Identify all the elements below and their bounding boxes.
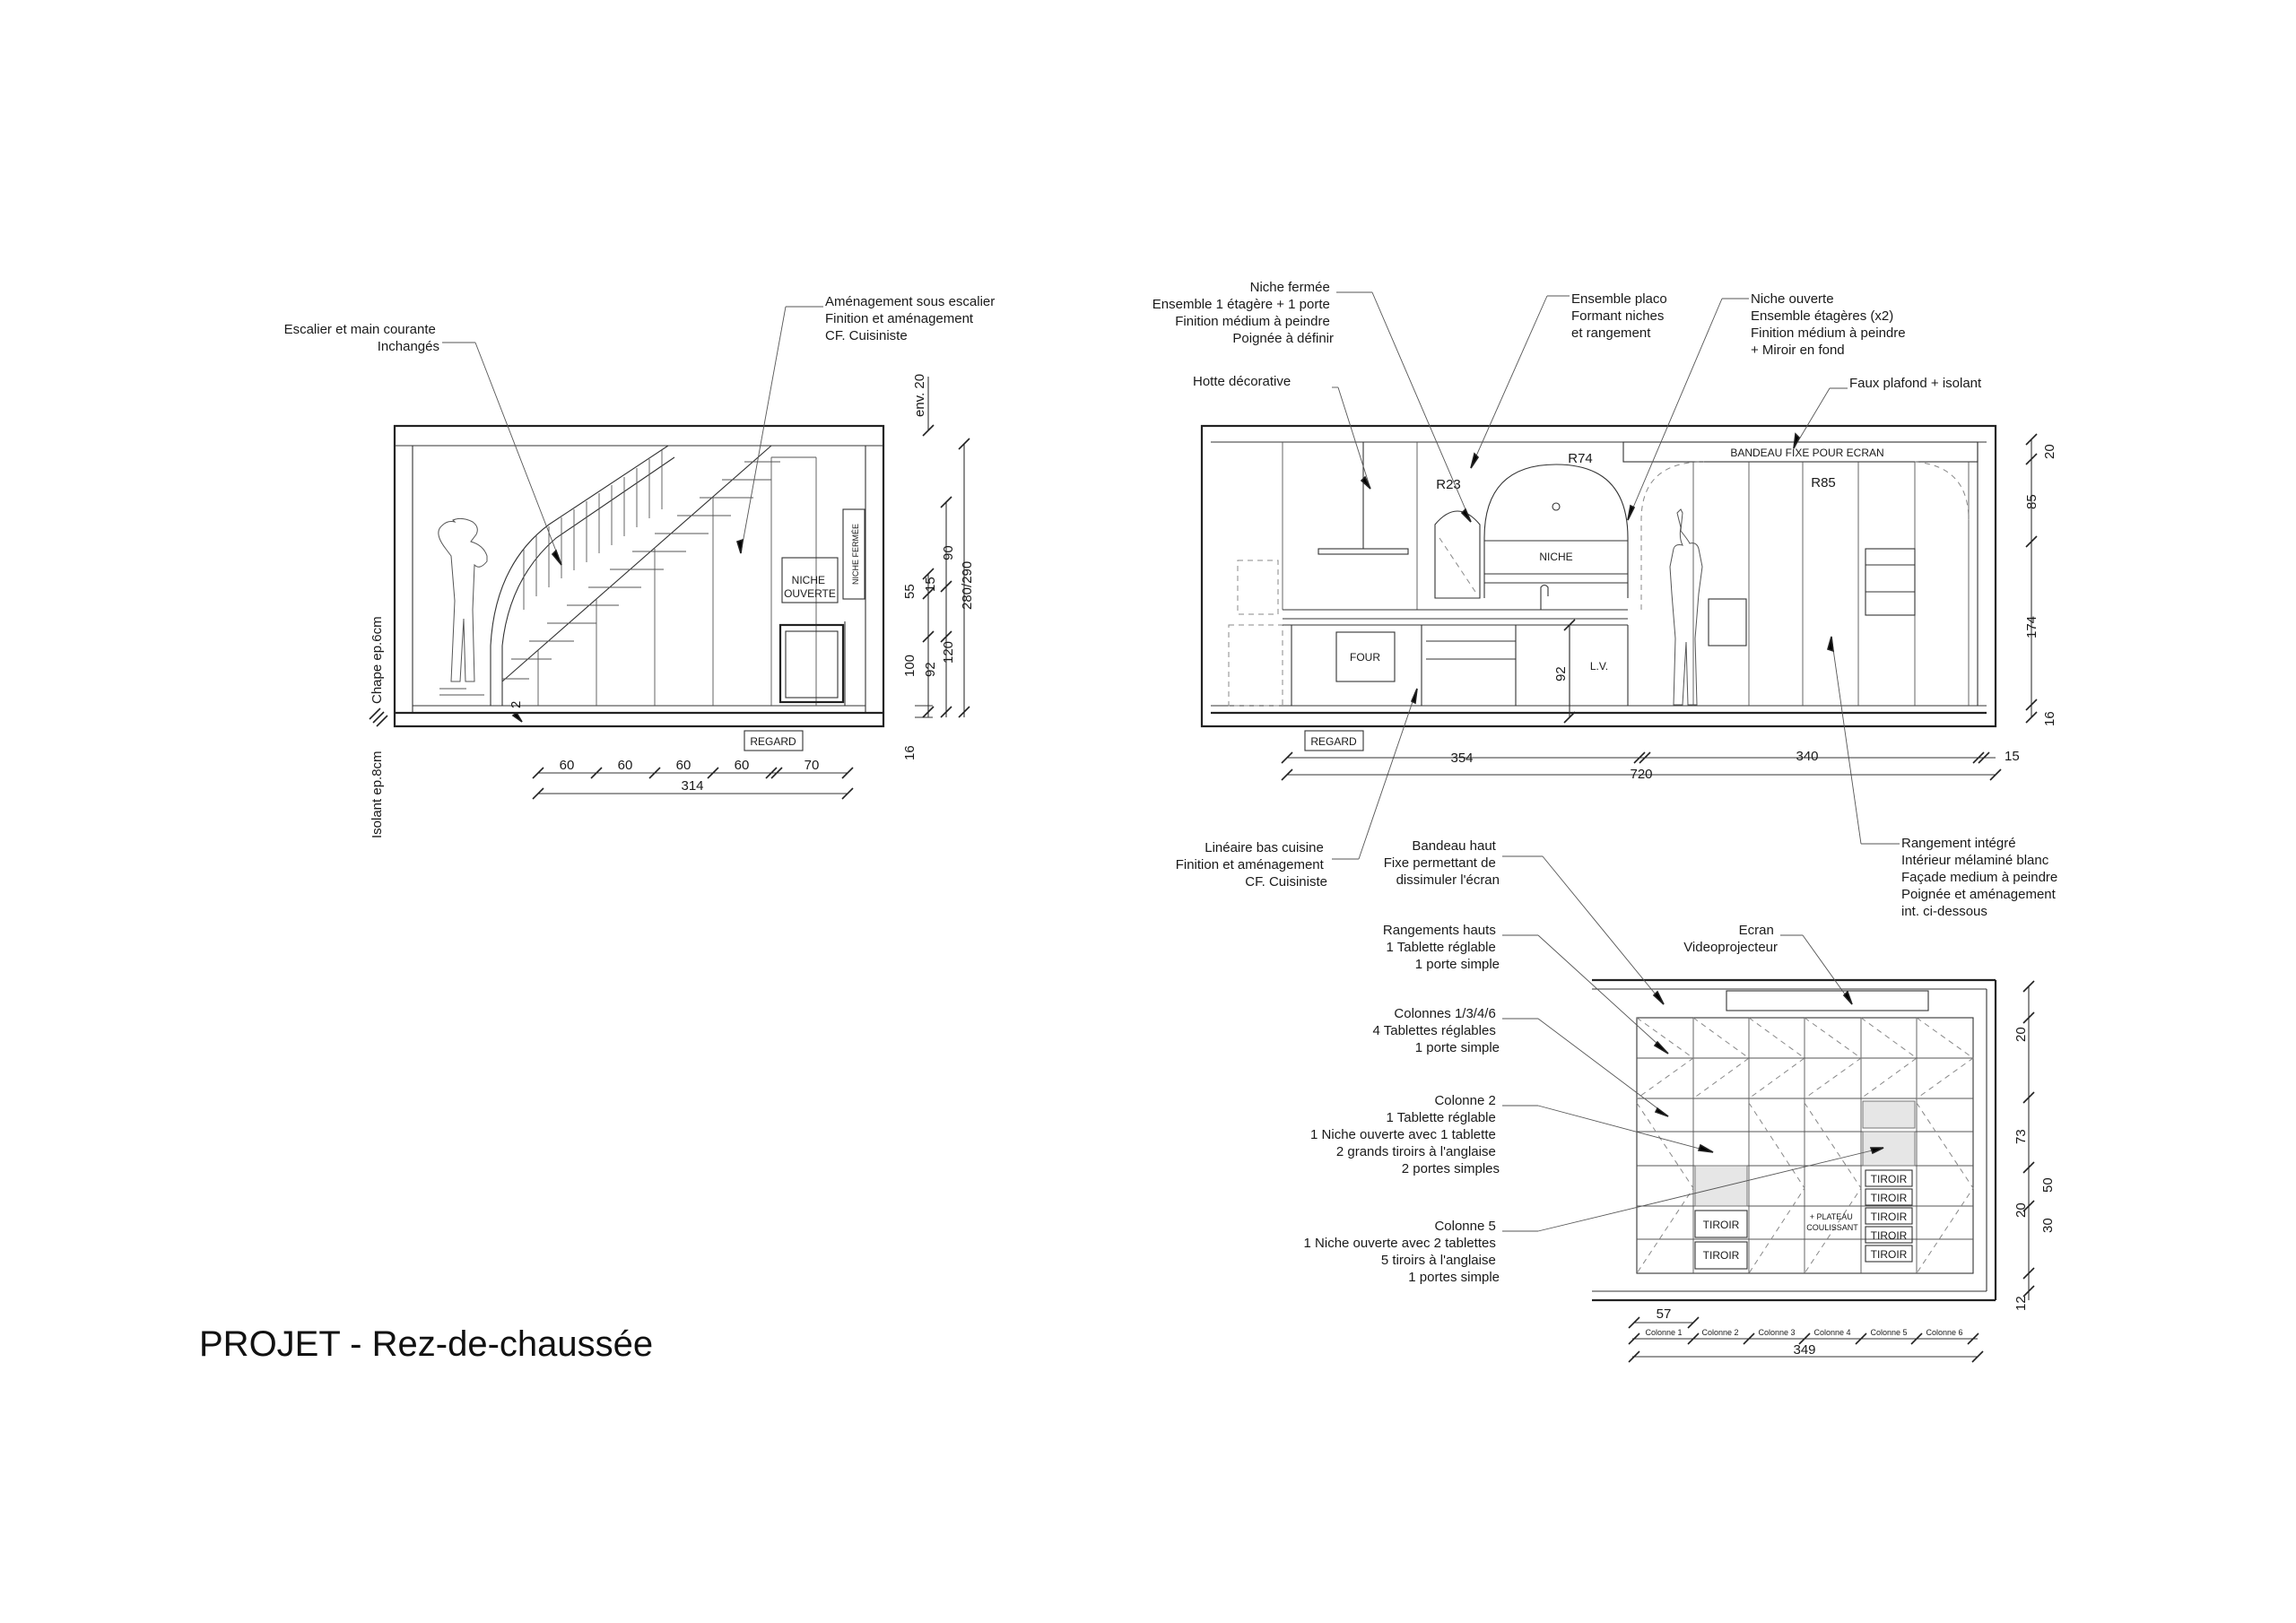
annot-colonne-2: Colonne 2 1 Tablette réglable 1 Niche ou… [1310, 1093, 1500, 1176]
dim3-20: 20 [2013, 1027, 2029, 1042]
stair-balusters [523, 450, 663, 610]
dim3-30: 30 [2040, 1218, 2056, 1233]
label-isolant: Isolant ep.8cm [370, 751, 385, 838]
person-silhouette-2 [1669, 508, 1703, 706]
label-r23: R23 [1436, 477, 1461, 492]
niche-fermee-arch [1434, 510, 1481, 599]
label-tiroir-c5-1: TIROIR [1871, 1173, 1908, 1185]
dim1-bottom-3: 60 [676, 758, 691, 773]
lower-cabinets [1291, 625, 1629, 706]
annot-rangement: Rangement intégré Intérieur mélaminé bla… [1901, 836, 2061, 919]
dim1-90: 90 [941, 545, 956, 560]
niche-fermee-box [842, 508, 865, 600]
dim3-col-5: Colonne 5 [1870, 1328, 1907, 1337]
dim2-340: 340 [1796, 749, 1818, 764]
under-stair-cupboards [537, 456, 817, 706]
dim1-55: 55 [902, 584, 918, 599]
label-tiroir-c5-4: TIROIR [1871, 1229, 1908, 1242]
annot-ecran: Ecran Videoprojecteur [1683, 923, 1778, 955]
annot-bandeau-haut: Bandeau haut Fixe permettant de dissimul… [1384, 838, 1500, 888]
elevation-kitchen: BANDEAU FIXE POUR ECRAN NICHE [1152, 280, 2061, 919]
label-lv: L.V. [1590, 660, 1608, 673]
dim3-57: 57 [1657, 1306, 1672, 1322]
dim2-85: 85 [2024, 494, 2039, 509]
annot-niche-fermee: Niche fermée Ensemble 1 étagère + 1 port… [1152, 280, 1334, 346]
stair-treads [502, 461, 780, 680]
dim1-120: 120 [941, 641, 956, 664]
page-title: PROJET - Rez-de-chaussée [199, 1324, 653, 1364]
dim1-280: 280/290 [960, 561, 975, 610]
label-regard-1: REGARD [750, 735, 796, 748]
label-plateau: + PLATEAU COULISSANT [1806, 1212, 1858, 1232]
stair-stringer [490, 445, 669, 706]
elevation-stairs: Escalier et main courante Inchangés Amén… [284, 294, 998, 838]
dim2-174: 174 [2024, 616, 2039, 638]
annot-niche-ouverte: Niche ouverte Ensemble étagères (x2) Fin… [1751, 291, 1909, 358]
annot-lineaire: Linéaire bas cuisine Finition et aménage… [1176, 840, 1327, 890]
dim1-total: 314 [681, 778, 703, 794]
dim1-2: 2 [509, 701, 524, 708]
door-swings [1636, 1017, 1974, 1274]
label-niche-fermee: NICHE FERMÉE [851, 524, 860, 585]
annot-hotte: Hotte décorative [1193, 374, 1291, 389]
dim3-349: 349 [1793, 1342, 1815, 1358]
dim1-16: 16 [902, 745, 918, 760]
dim3-20b: 20 [2013, 1202, 2029, 1218]
annot-rangements-hauts: Rangements hauts 1 Tablette réglable 1 p… [1383, 923, 1500, 972]
dim3-50: 50 [2040, 1177, 2056, 1193]
dim2-92: 92 [1553, 666, 1569, 681]
label-four: FOUR [1350, 651, 1380, 664]
dim3-col-4: Colonne 4 [1813, 1328, 1850, 1337]
stair-wall-frame [393, 424, 885, 728]
label-chape: Chape ep.6cm [370, 616, 385, 704]
bandeau-screen [1622, 441, 1979, 463]
dim2-354: 354 [1450, 751, 1473, 766]
person-silhouette [438, 517, 488, 682]
annot-placo: Ensemble placo Formant niches et rangeme… [1571, 291, 1671, 341]
dim3-col-6: Colonne 6 [1926, 1328, 1962, 1337]
dim1-bottom-4: 60 [735, 758, 750, 773]
dim1-bottom-2: 60 [618, 758, 633, 773]
dim3-col-3: Colonne 3 [1758, 1328, 1795, 1337]
niche-arch [1483, 464, 1629, 598]
dim3-col-1: Colonne 1 [1645, 1328, 1682, 1337]
dim1-92: 92 [923, 662, 938, 677]
hotte [1318, 548, 1409, 555]
annot-amenagement: Aménagement sous escalier Finition et am… [825, 294, 998, 343]
dim3-12: 12 [2013, 1296, 2029, 1311]
label-tiroir-c2-1: TIROIR [1703, 1219, 1740, 1231]
dim2-720: 720 [1630, 767, 1652, 782]
dim1-bottom-1: 60 [560, 758, 575, 773]
dim1-env20: env. 20 [912, 374, 927, 417]
dim2-20: 20 [2042, 444, 2057, 459]
label-tiroir-c5-2: TIROIR [1871, 1192, 1908, 1204]
dim3-73: 73 [2013, 1129, 2029, 1144]
dim1-bottom-5: 70 [804, 758, 820, 773]
kitchen-wall-frame [1200, 424, 1997, 728]
dim2-15: 15 [2005, 749, 2020, 764]
label-r85: R85 [1811, 475, 1836, 490]
label-r74: R74 [1568, 451, 1593, 466]
dim2-16: 16 [2042, 711, 2057, 726]
label-bandeau: BANDEAU FIXE POUR ECRAN [1730, 447, 1883, 459]
dim1-100: 100 [902, 655, 918, 677]
dim3-col-2: Colonne 2 [1701, 1328, 1738, 1337]
screen-box [1726, 990, 1929, 1011]
elevation-storage: TIROIR TIROIR + PLATEAU COULISSANT TIROI… [1304, 838, 2056, 1363]
label-niche: NICHE [1539, 551, 1572, 563]
label-tiroir-c2-2: TIROIR [1703, 1249, 1740, 1262]
niche-ouverte-box [781, 557, 839, 603]
annot-faux-plafond: Faux plafond + isolant [1849, 376, 1982, 391]
label-tiroir-c5-5: TIROIR [1871, 1248, 1908, 1261]
annot-colonne-5: Colonne 5 1 Niche ouverte avec 2 tablett… [1304, 1219, 1500, 1285]
label-regard-2: REGARD [1310, 735, 1357, 748]
annot-escalier: Escalier et main courante Inchangés [284, 322, 439, 354]
label-niche-ouverte: NICHE OUVERTE [784, 574, 836, 600]
kitchen-panels [1282, 442, 1970, 706]
dim1-15: 15 [923, 577, 938, 592]
annot-colonnes-1346: Colonnes 1/3/4/6 4 Tablettes réglables 1… [1373, 1006, 1500, 1055]
label-tiroir-c5-3: TIROIR [1871, 1211, 1908, 1223]
